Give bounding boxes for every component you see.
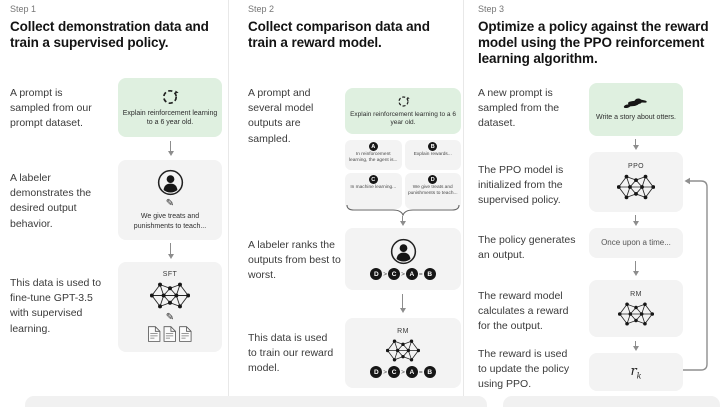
rm-model-label: RM (630, 290, 642, 298)
documents-icon (148, 326, 192, 343)
step1-labeler-box: ✎ We give treats and punishments to teac… (118, 160, 222, 240)
neural-network-icon (150, 282, 190, 309)
reward-symbol: rk (630, 363, 642, 381)
step1-prompt-box: Explain reinforcement learning to a 6 ye… (118, 78, 222, 137)
step1-sft-box: SFT ✎ (118, 262, 222, 352)
step2-label: Step 2 (248, 4, 275, 14)
neural-network-icon (618, 301, 654, 326)
down-arrow-icon (398, 294, 407, 313)
step2-rm-box: RM D > C > A = B (345, 318, 461, 388)
step3-row2-text: The PPO model is initialized from the su… (478, 164, 564, 207)
model-outputs-grid: A In reinforcement learning, the agent i… (345, 140, 461, 209)
down-arrow-icon (631, 215, 640, 226)
rank-letter: C (388, 268, 401, 280)
step3-rm-box: RM (589, 280, 683, 337)
rank-separator: > (383, 270, 388, 278)
column-divider (463, 0, 464, 396)
pen-icon: ✎ (165, 312, 175, 323)
step1-heading: Collect demonstration data and train a s… (10, 19, 209, 51)
step2-row3-text: This data is used to train our reward mo… (248, 332, 334, 375)
output-letter: B (428, 142, 438, 151)
step3-row4-text: The reward model calculates a reward for… (478, 290, 569, 333)
ranking-row: D > C > A = B (370, 268, 436, 280)
output-a-box: A In reinforcement learning, the agent i… (345, 140, 402, 170)
rank-letter: A (405, 366, 418, 378)
rank-letter: C (388, 366, 401, 378)
sample-refresh-icon (397, 95, 410, 107)
step3-output-box: Once upon a time... (589, 228, 683, 258)
step3-ppo-box: PPO (589, 152, 683, 212)
down-arrow-icon (631, 139, 640, 150)
rank-letter: B (423, 366, 436, 378)
step2-row2-text: A labeler ranks the outputs from best to… (248, 239, 341, 282)
output-letter: D (428, 175, 438, 184)
rank-letter: B (423, 268, 436, 280)
step2-prompt-box: Explain reinforcement learning to a 6 ye… (345, 88, 461, 134)
prompt-caption: Explain reinforcement learning to a 6 ye… (350, 110, 456, 126)
rank-separator: > (401, 270, 405, 278)
output-caption: In machine learning... (350, 185, 397, 190)
step2-ranking-box: D > C > A = B (345, 228, 461, 290)
step3-row3-text: The policy generates an output. (478, 234, 576, 262)
step3-heading: Optimize a policy against the reward mod… (478, 19, 709, 67)
step1-row2-text: A labeler demonstrates the desired outpu… (10, 172, 92, 230)
output-caption: We give treats and punishments to teach.… (407, 185, 458, 196)
labeler-person-icon (157, 170, 183, 196)
generated-output-caption: Once upon a time... (601, 237, 671, 247)
step2-row1-text: A prompt and several model outputs are s… (248, 87, 314, 145)
next-section-card (25, 396, 487, 407)
step3-row5-text: The reward is used to update the policy … (478, 348, 570, 391)
down-arrow-icon (398, 216, 407, 226)
step3-reward-box: rk (589, 353, 683, 391)
step1-row1-text: A prompt is sampled from our prompt data… (10, 87, 92, 130)
next-section-card (503, 396, 720, 407)
step1-label: Step 1 (10, 4, 37, 14)
demonstration-caption: We give treats and punishments to teach.… (133, 213, 207, 230)
column-divider (228, 0, 229, 396)
neural-network-icon (617, 174, 655, 200)
output-letter: A (368, 142, 378, 151)
rm-model-label: RM (397, 328, 409, 335)
rank-letter: D (370, 366, 383, 378)
rank-separator: > (401, 368, 405, 376)
down-arrow-icon (166, 243, 175, 259)
ppo-model-label: PPO (628, 163, 644, 170)
step3-prompt-box: Write a story about otters. (589, 83, 683, 136)
otter-icon (623, 98, 647, 109)
sft-model-label: SFT (162, 271, 178, 278)
output-b-box: B Explain rewards... (404, 140, 461, 170)
ranking-row: D > C > A = B (370, 366, 436, 378)
output-d-box: D We give treats and punishments to teac… (404, 173, 461, 209)
down-arrow-icon (166, 141, 175, 156)
rank-separator: > (383, 368, 388, 376)
sample-refresh-icon (162, 89, 179, 104)
prompt-caption: Explain reinforcement learning to a 6 ye… (122, 109, 218, 126)
rank-separator: = (418, 368, 423, 376)
down-arrow-icon (631, 341, 640, 351)
pen-icon: ✎ (165, 198, 175, 210)
step2-heading: Collect comparison data and train a rewa… (248, 19, 430, 51)
rank-letter: A (405, 268, 418, 280)
neural-network-icon (386, 339, 420, 362)
down-arrow-icon (631, 261, 640, 276)
step3-row1-text: A new prompt is sampled from the dataset… (478, 87, 560, 130)
output-c-box: C In machine learning... (345, 173, 402, 209)
output-caption: In reinforcement learning, the agent is.… (348, 152, 398, 163)
rank-letter: D (370, 268, 383, 280)
labeler-person-icon (390, 238, 416, 265)
output-caption: Explain rewards... (413, 152, 452, 157)
step3-label: Step 3 (478, 4, 505, 14)
output-letter: C (368, 175, 378, 184)
step1-row3-text: This data is used to fine-tune GPT-3.5 w… (10, 277, 102, 335)
rank-separator: = (418, 270, 423, 278)
prompt-caption: Write a story about otters. (595, 113, 676, 121)
